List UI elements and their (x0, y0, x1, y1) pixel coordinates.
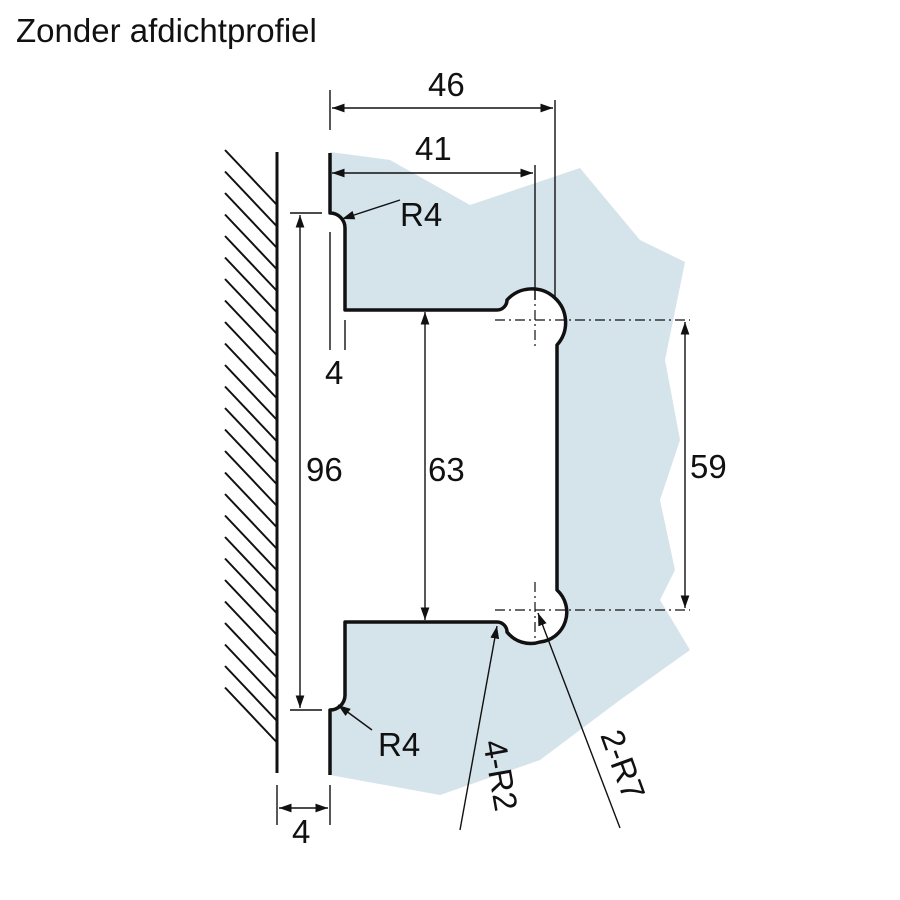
hatch-line (224, 149, 278, 206)
wall (224, 149, 279, 773)
hatch-line (224, 235, 278, 292)
hatch-line (224, 579, 278, 636)
bottom-radius-label: R4 (378, 726, 420, 763)
dim-96-label: 96 (306, 451, 343, 488)
dim-41-label: 41 (415, 130, 452, 167)
dim-46-label: 46 (428, 66, 465, 103)
hatch-line (224, 407, 278, 464)
dim-4-top-label: 4 (325, 354, 343, 391)
dim-63-label: 63 (428, 451, 465, 488)
hatch-line (224, 256, 278, 314)
hatch-line (224, 622, 278, 679)
diagram-title: Zonder afdichtprofiel (16, 12, 317, 49)
hatch-line (224, 278, 278, 335)
hatch-line (224, 342, 278, 400)
hatch-line (224, 686, 278, 744)
hatch-line (224, 213, 278, 271)
hatch-line (224, 428, 278, 486)
top-radius-label: R4 (400, 196, 442, 233)
hatch-line (224, 665, 278, 722)
hatch-line (224, 643, 278, 701)
hatch-line (224, 600, 278, 658)
hatch-line (224, 170, 278, 228)
hatch-line (224, 192, 278, 249)
hatch-line (224, 471, 278, 529)
dimension-lines (276, 90, 690, 831)
profile-outline (328, 153, 569, 775)
hatch-line (224, 299, 278, 357)
hatch-line (224, 385, 278, 443)
dim-4-bottom-label: 4 (292, 813, 310, 850)
large-radii-label: 2-R7 (593, 725, 652, 805)
hatch-line (224, 450, 278, 507)
hatch-line (224, 514, 278, 572)
channel-cutout (0, 150, 567, 780)
hatch-line (224, 536, 278, 593)
hatch-line (224, 364, 278, 421)
hatch-line (224, 321, 278, 378)
dim-59-label: 59 (690, 448, 727, 485)
hatch-line (224, 557, 278, 615)
hatch-line (224, 493, 278, 550)
